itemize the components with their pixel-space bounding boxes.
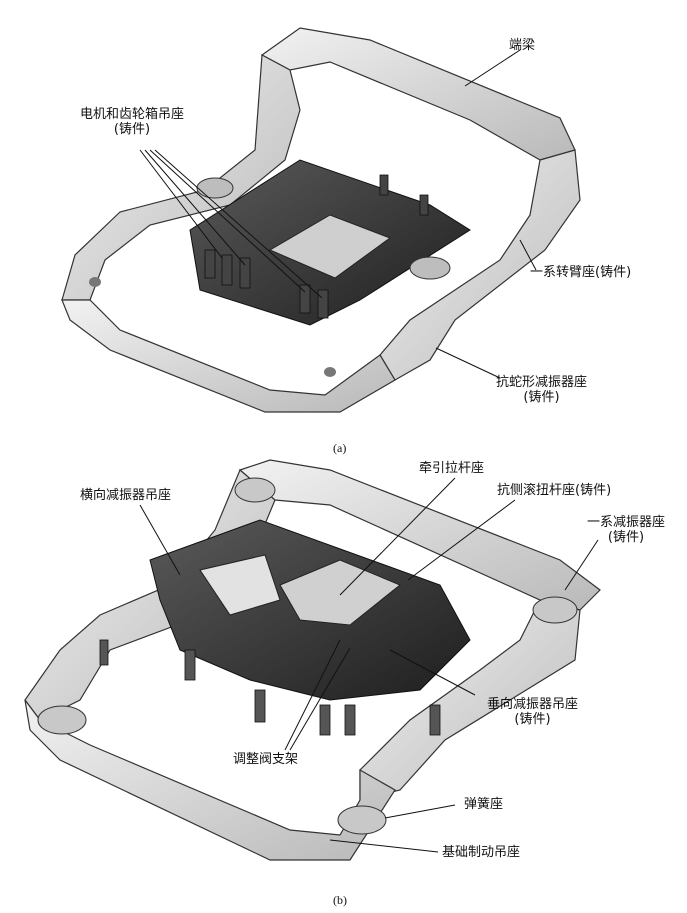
leader-lines-a [139,49,537,379]
label-primary-damper-seat: 一系减振器座 (铸件) [587,515,665,545]
label-vertical-damper-hanger-line1: 垂向减振器吊座 [487,697,579,712]
label-anti-roll-bar-seat: 抗侧滚扭杆座(铸件) [497,483,612,498]
label-primary-arm-seat: 一系转臂座(铸件) [530,265,632,280]
label-spring-seat: 弹簧座 [464,797,504,812]
label-anti-yaw-damper-seat-line1: 抗蛇形减振器座 [496,375,588,390]
label-anti-yaw-damper-seat: 抗蛇形减振器座 (铸件) [496,375,587,405]
label-valve-bracket: 调整阀支架 [233,752,299,767]
label-primary-damper-seat-line1: 一系减振器座 [587,515,666,530]
label-motor-gearbox-hanger-line2: (铸件) [113,122,151,137]
label-motor-gearbox-hanger-line1: 电机和齿轮箱吊座 [80,107,185,122]
label-vertical-damper-hanger: 垂向减振器吊座 (铸件) [487,697,578,727]
label-traction-rod-seat: 牵引拉杆座 [419,461,485,476]
label-brake-hanger: 基础制动吊座 [442,845,521,860]
label-anti-yaw-damper-seat-line2: (铸件) [523,390,560,405]
leader-lines-b [139,477,599,853]
bogie-frame-a [61,27,581,413]
caption-a: (a) [333,441,347,455]
label-end-beam: 端梁 [509,38,536,53]
label-primary-damper-seat-line2: (铸件) [607,530,645,545]
label-motor-gearbox-hanger: 电机和齿轮箱吊座 (铸件) [80,107,184,137]
label-vertical-damper-hanger-line2: (铸件) [514,712,551,727]
caption-b: (b) [333,893,347,907]
label-lateral-damper-hanger: 横向减振器吊座 [80,488,172,503]
bogie-frame-b [24,459,601,861]
